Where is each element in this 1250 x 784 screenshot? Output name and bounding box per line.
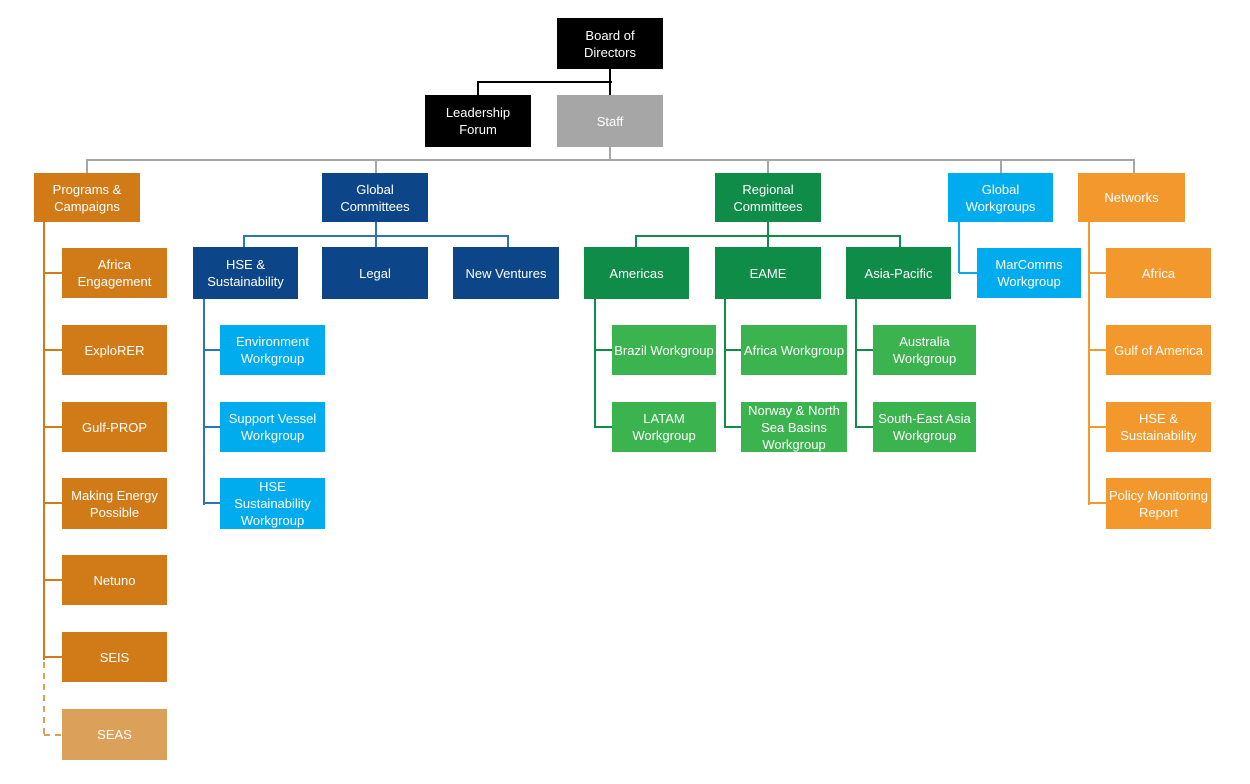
americas-committee-label: Americas [609,265,664,281]
program-item-label: Netuno [93,572,136,588]
leadership-forum-label: Leadership Forum [445,105,511,137]
eame-workgroup-item: Africa Workgroup [741,325,847,375]
programs-connectors [43,222,62,660]
legal-committee-label: Legal [359,265,391,281]
asia-pacific-workgroup-item: Australia Workgroup [873,325,976,375]
eame-workgroup-item: Norway & North Sea Basins Workgroup [741,402,847,452]
program-item-label: Africa Engagement [77,257,152,289]
board-connectors [477,69,612,95]
staff-label: Staff [596,113,624,129]
networks-connectors [1088,222,1106,505]
eame-workgroup-label: Norway & North Sea Basins Workgroup [748,402,840,452]
hse-workgroup-label: Environment Workgroup [236,334,309,366]
network-item-label: Africa [1141,265,1176,281]
hse-sustainability-committee-box: HSE & Sustainability [193,247,298,299]
new-ventures-committee-label: New Ventures [465,265,547,281]
program-item: SEIS [62,632,167,682]
network-item: HSE & Sustainability [1106,402,1211,452]
asia-pacific-committee-box: Asia-Pacific [846,247,951,299]
marcomms-workgroup-box: MarComms Workgroup [977,248,1081,298]
program-item: SEAS [62,709,167,760]
hse-workgroup-item: Environment Workgroup [220,325,325,375]
program-item: Africa Engagement [62,248,167,298]
hse-workgroup-item: Support Vessel Workgroup [220,402,325,452]
program-item: Netuno [62,555,167,605]
eame-committee-label: EAME [749,265,787,281]
program-item-label: SEAS [97,727,132,742]
regional-committees-label: Regional Committees [733,181,803,214]
eame-workgroup-label: Africa Workgroup [743,342,845,358]
hse-workgroup-label: Support Vessel Workgroup [228,411,317,443]
network-item: Gulf of America [1106,325,1211,375]
program-item-label: ExploRER [84,342,145,358]
legal-committee-box: Legal [322,247,428,299]
programs-campaigns-box: Programs & Campaigns [34,173,140,222]
marcomms-workgroup-label: MarComms Workgroup [995,257,1063,289]
network-item-label: HSE & Sustainability [1120,411,1197,443]
asia-pacific-workgroup-label: South-East Asia Workgroup [878,411,971,443]
eame-committee-box: EAME [715,247,821,299]
program-item-label: Gulf-PROP [81,419,147,435]
network-item: Africa [1106,248,1211,298]
americas-workgroup-item: Brazil Workgroup [612,325,716,375]
network-item: Policy Monitoring Report [1106,478,1211,529]
new-ventures-committee-box: New Ventures [453,247,559,299]
global-committees-connectors [203,222,509,505]
asia-pacific-committee-label: Asia-Pacific [864,265,933,281]
program-item-label: SEIS [99,649,130,665]
networks-box: Networks [1078,173,1185,222]
programs-dashed-connector [43,662,62,736]
hse-workgroup-label: HSE Sustainability Workgroup [234,479,311,528]
program-item: Making Energy Possible [62,478,167,529]
leadership-forum-box: Leadership Forum [425,95,531,147]
global-committees-box: Global Committees [322,173,428,222]
asia-pacific-workgroup-item: South-East Asia Workgroup [873,402,976,452]
networks-label: Networks [1104,190,1159,205]
global-workgroups-label: Global Workgroups [965,181,1036,214]
regional-committees-connectors [594,222,901,428]
program-item: Gulf-PROP [62,402,167,452]
americas-workgroup-label: LATAM Workgroup [632,411,696,443]
americas-committee-box: Americas [584,247,689,299]
staff-box: Staff [557,95,663,147]
global-committees-label: Global Committees [340,181,410,214]
program-item: ExploRER [62,325,167,375]
programs-campaigns-label: Programs & Campaigns [52,181,122,214]
americas-workgroup-label: Brazil Workgroup [614,342,714,358]
network-item-label: Policy Monitoring Report [1109,487,1208,520]
program-item-label: Making Energy Possible [71,487,158,520]
board-of-directors-box: Board of Directors [557,18,663,69]
board-of-directors-label: Board of Directors [583,27,636,60]
regional-committees-box: Regional Committees [715,173,821,222]
staff-connectors [86,147,1135,173]
hse-sustainability-committee-label: HSE & Sustainability [207,257,284,289]
asia-pacific-workgroup-label: Australia Workgroup [892,334,957,366]
americas-workgroup-item: LATAM Workgroup [612,402,716,452]
network-item-label: Gulf of America [1114,342,1203,358]
global-workgroups-box: Global Workgroups [948,173,1053,222]
hse-workgroup-item: HSE Sustainability Workgroup [220,478,325,529]
global-workgroups-connectors [958,222,977,274]
